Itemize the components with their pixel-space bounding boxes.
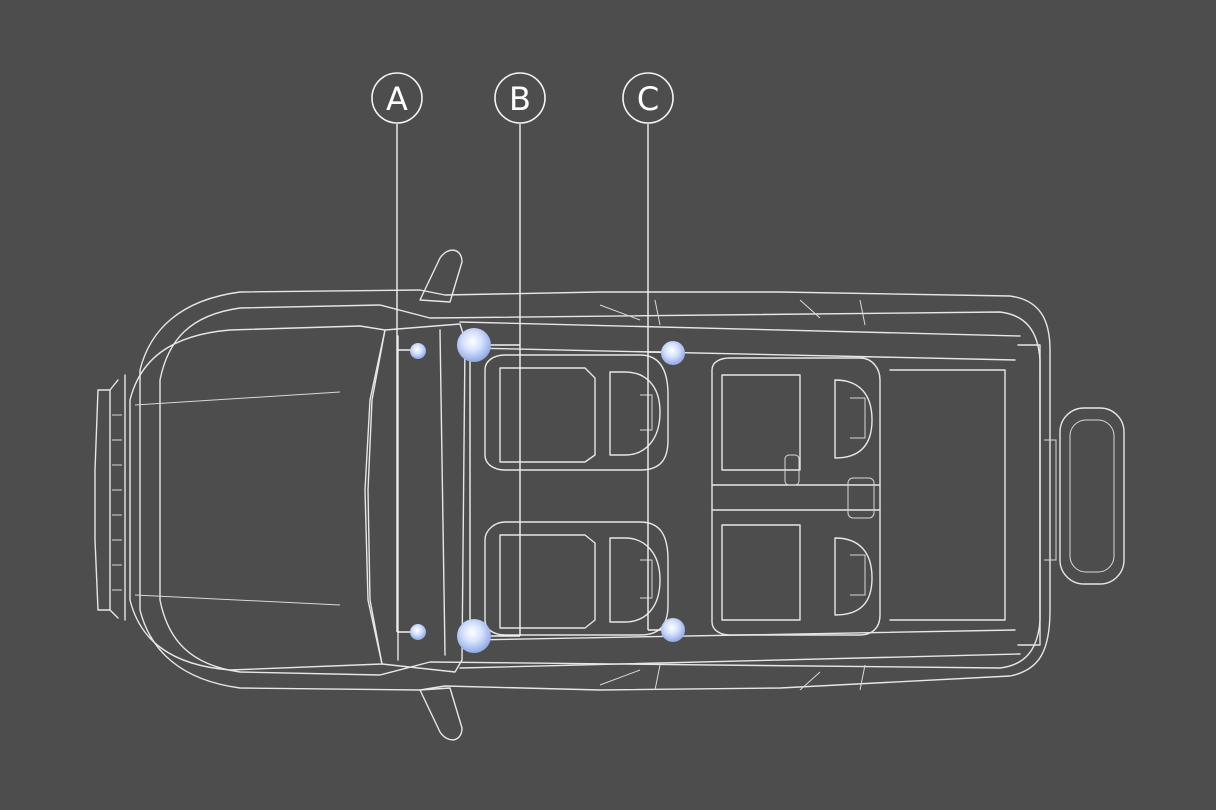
- callout-label-b: B: [509, 80, 531, 118]
- callout-leader-lines: [396, 124, 672, 637]
- speaker-icon: [661, 618, 685, 642]
- rear-bench-seat: [711, 357, 881, 636]
- speaker-icon: [457, 328, 491, 362]
- speaker-icon: [661, 341, 685, 365]
- callout-c: C: [622, 72, 674, 124]
- speakers-group-c: [661, 341, 685, 642]
- speaker-icon: [410, 624, 426, 640]
- car-top-view-illustration: [94, 249, 1125, 741]
- callout-label-a: A: [386, 80, 408, 118]
- speaker-icon: [457, 619, 491, 653]
- speakers-group-b: [457, 328, 491, 653]
- front-seat-left: [484, 354, 669, 471]
- spare-tire: [1059, 407, 1125, 585]
- callout-label-c: C: [637, 80, 659, 118]
- front-seat-right: [484, 521, 669, 636]
- speakers-group-a: [410, 343, 426, 640]
- callout-a: A: [371, 72, 423, 124]
- callout-b: B: [494, 72, 546, 124]
- speaker-icon: [410, 343, 426, 359]
